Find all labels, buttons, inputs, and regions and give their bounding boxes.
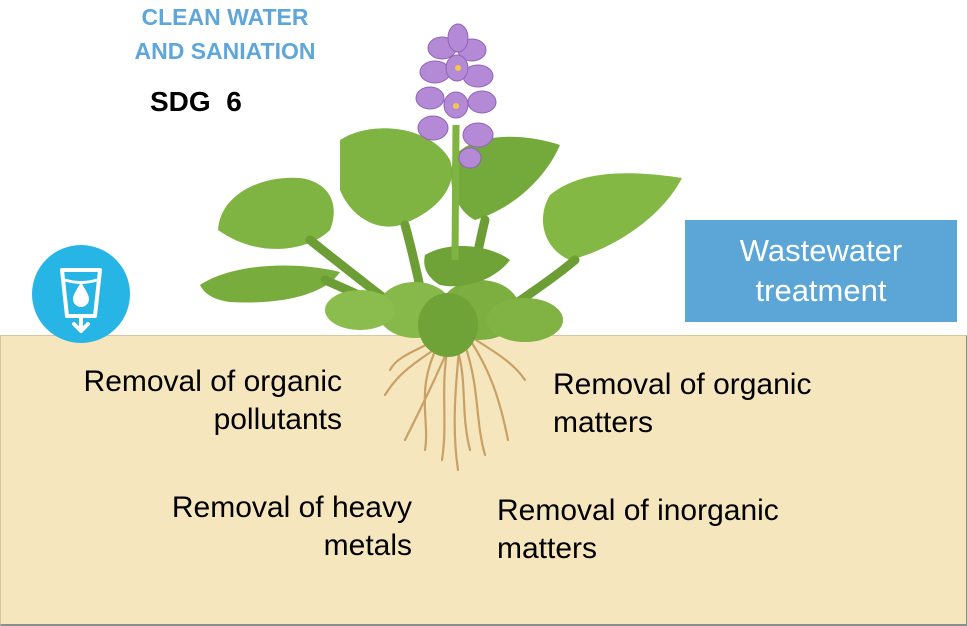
wastewater-treatment-box: Wastewater treatment bbox=[685, 220, 957, 322]
petiole-bulb bbox=[325, 290, 395, 330]
label-organic-matters-line2: matters bbox=[553, 404, 811, 442]
label-organic-matters: Removal of organic matters bbox=[553, 366, 811, 442]
label-heavy-metals: Removal of heavy metals bbox=[120, 489, 412, 565]
label-organic-pollutants-line1: Removal of organic bbox=[32, 363, 342, 401]
wastewater-line1: Wastewater bbox=[685, 231, 957, 271]
label-organic-pollutants-line2: pollutants bbox=[32, 401, 342, 439]
plant-roots bbox=[385, 340, 525, 470]
water-glass-drop-icon bbox=[31, 244, 131, 344]
label-inorganic-matters-line2: matters bbox=[497, 530, 779, 568]
petiole-bulb bbox=[487, 298, 563, 342]
label-inorganic-matters-line1: Removal of inorganic bbox=[497, 492, 779, 530]
leaf bbox=[340, 128, 452, 226]
label-heavy-metals-line2: metals bbox=[120, 527, 412, 565]
label-inorganic-matters: Removal of inorganic matters bbox=[497, 492, 779, 568]
petiole-bulb bbox=[418, 293, 478, 357]
label-organic-pollutants: Removal of organic pollutants bbox=[32, 363, 342, 439]
label-organic-matters-line1: Removal of organic bbox=[553, 366, 811, 404]
leaf bbox=[218, 178, 334, 249]
leaf bbox=[424, 246, 510, 286]
wastewater-line2: treatment bbox=[685, 271, 957, 311]
leaf bbox=[543, 173, 682, 260]
leaf bbox=[200, 266, 340, 303]
label-heavy-metals-line1: Removal of heavy bbox=[120, 489, 412, 527]
